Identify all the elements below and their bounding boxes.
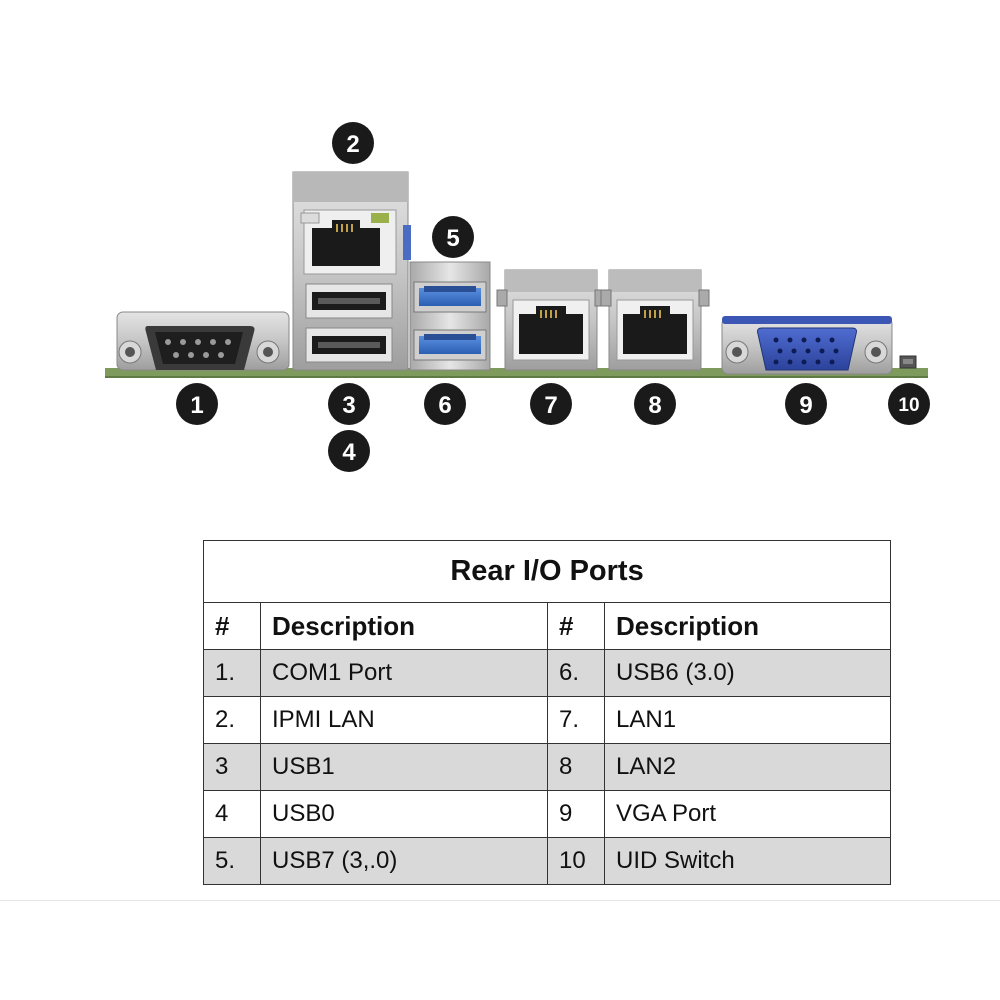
svg-text:3: 3 [342, 392, 355, 419]
svg-text:9: 9 [799, 392, 812, 419]
header-desc-right: Description [603, 602, 892, 650]
row-desc-right: VGA Port [603, 790, 892, 838]
svg-text:6: 6 [438, 392, 451, 419]
callout-5: 5 [432, 216, 474, 258]
row-desc-right: LAN1 [603, 696, 892, 744]
callout-3: 3 [328, 383, 370, 425]
lan1-port [496, 269, 606, 371]
svg-text:8: 8 [648, 392, 661, 419]
svg-text:4: 4 [342, 439, 356, 466]
row-desc-left: USB7 (3,.0) [260, 837, 548, 885]
row-desc-left: IPMI LAN [260, 696, 548, 744]
table-row: 2. IPMI LAN 7. LAN1 [203, 696, 892, 744]
uid-switch [899, 355, 917, 369]
row-num-left: 4 [203, 790, 261, 838]
svg-text:2: 2 [346, 131, 359, 158]
rear-io-ports-table: Rear I/O Ports # Description # Descripti… [202, 540, 892, 885]
row-desc-right: LAN2 [603, 743, 892, 791]
callout-1: 1 [176, 383, 218, 425]
svg-text:1: 1 [190, 392, 203, 419]
rear-io-panel-diagram: 1 2 3 4 5 6 7 8 9 10 [105, 122, 930, 472]
row-desc-right: UID Switch [603, 837, 892, 885]
callout-6: 6 [424, 383, 466, 425]
callout-2: 2 [332, 122, 374, 164]
table-title: Rear I/O Ports [202, 540, 892, 603]
row-num-left: 1. [203, 649, 261, 697]
row-num-right: 6. [547, 649, 605, 697]
row-num-left: 2. [203, 696, 261, 744]
callout-4: 4 [328, 430, 370, 472]
header-num-left: # [203, 602, 261, 650]
page-divider [0, 900, 1000, 901]
callout-9: 9 [785, 383, 827, 425]
svg-text:5: 5 [446, 225, 459, 252]
motherboard-edge [105, 368, 928, 378]
table-row: 1. COM1 Port 6. USB6 (3.0) [203, 649, 892, 697]
row-desc-left: USB0 [260, 790, 548, 838]
com1-port [116, 311, 290, 371]
table-row: 3 USB1 8 LAN2 [203, 743, 892, 791]
header-desc-left: Description [260, 602, 548, 650]
row-desc-right: USB6 (3.0) [603, 649, 892, 697]
usb3-stack [409, 261, 491, 371]
table-row: 4 USB0 9 VGA Port [203, 790, 892, 838]
row-num-left: 3 [203, 743, 261, 791]
svg-text:10: 10 [898, 395, 919, 416]
header-num-right: # [547, 602, 605, 650]
ipmi-lan-usb-stack [292, 171, 411, 371]
callout-7: 7 [530, 383, 572, 425]
lan2-port [600, 269, 710, 371]
row-desc-left: COM1 Port [260, 649, 548, 697]
row-desc-left: USB1 [260, 743, 548, 791]
callout-10: 10 [888, 383, 930, 425]
table-row: 5. USB7 (3,.0) 10 UID Switch [203, 837, 892, 885]
row-num-right: 8 [547, 743, 605, 791]
vga-port [721, 316, 893, 375]
row-num-right: 10 [547, 837, 605, 885]
callout-8: 8 [634, 383, 676, 425]
row-num-right: 7. [547, 696, 605, 744]
row-num-right: 9 [547, 790, 605, 838]
svg-text:7: 7 [544, 392, 557, 419]
row-num-left: 5. [203, 837, 261, 885]
